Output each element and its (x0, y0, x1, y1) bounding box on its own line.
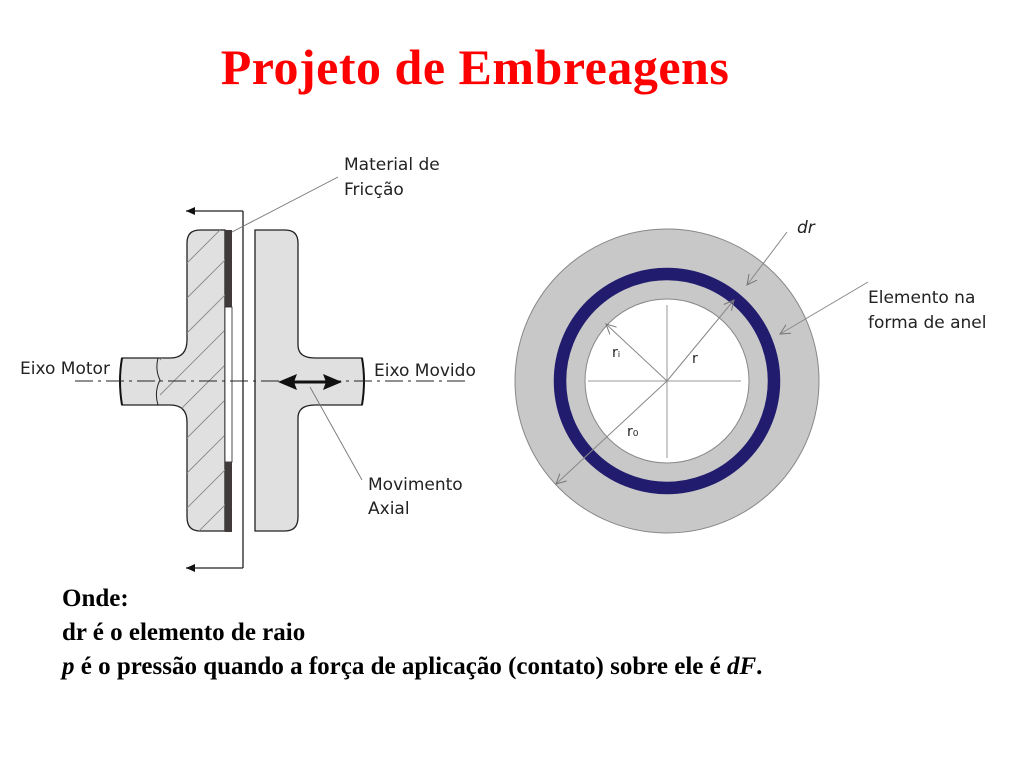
page-title: Projeto de Embreagens (220, 39, 730, 95)
var-dF: dF (726, 653, 757, 680)
element-label-1: Elemento na (868, 288, 975, 308)
r-inner-line (606, 324, 668, 382)
drive-shaft-label: Eixo Motor (20, 359, 110, 379)
r-inner-label: rᵢ (612, 345, 620, 361)
notes-heading: Onde: (62, 585, 129, 612)
axial-motion-label-2: Axial (368, 499, 410, 519)
notes-line-p-text: é o pressão quando a força de aplicação … (74, 653, 727, 680)
notes-period: . (756, 653, 763, 680)
axial-motion-label-1: Movimento (368, 475, 463, 495)
var-p: p (62, 653, 75, 680)
friction-material-bottom (225, 462, 232, 532)
dr-label: dr (797, 218, 816, 238)
r-outer-line (556, 380, 668, 484)
friction-material-top (225, 230, 232, 307)
friction-material-label-2: Fricção (344, 180, 404, 200)
notes-line-p: p é o pressão quando a força de aplicaçã… (62, 650, 762, 684)
notes-block: Onde: dr é o elemento de raio p é o pres… (62, 582, 762, 684)
driven-shaft-label: Eixo Movido (374, 361, 476, 381)
axial-motion-arrow (278, 374, 342, 390)
element-label-2: forma de anel (868, 313, 987, 333)
ring-element (553, 267, 781, 495)
clutch-section-diagram: Material de Fricção Eixo Motor Eixo Movi… (20, 155, 476, 572)
annulus-diagram: dr Elemento na forma de anel rᵢ r r₀ (514, 218, 987, 534)
r-line (666, 300, 734, 382)
r-label: r (692, 351, 698, 367)
r-outer-label: r₀ (627, 424, 639, 440)
notes-line-dr: dr é o elemento de raio (62, 619, 306, 646)
friction-material-label-1: Material de (344, 155, 440, 175)
